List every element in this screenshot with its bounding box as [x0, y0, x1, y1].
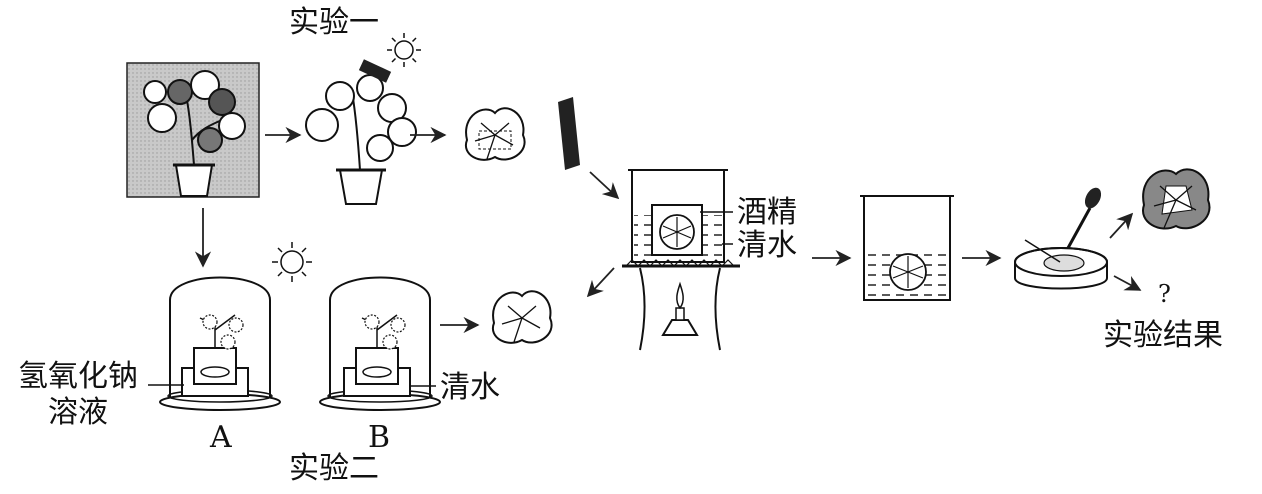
bell-jar-icon — [159, 276, 281, 411]
potted-plant-icon — [305, 59, 417, 205]
beaker-icon — [860, 195, 954, 301]
experiment-two-label: 实验二 — [289, 451, 379, 486]
experiment-result-label: 实验结果 — [1103, 318, 1223, 353]
leaf-icon — [464, 107, 526, 161]
leaf-icon — [491, 290, 553, 344]
arrow-icon — [1113, 275, 1142, 291]
arrow-icon — [586, 267, 615, 298]
water-label: 清水 — [737, 228, 797, 263]
alcohol-lamp-icon — [661, 281, 699, 336]
leaf-icon — [1142, 168, 1211, 230]
experiment-one-label: 实验一 — [289, 5, 379, 40]
black-paper-icon — [558, 97, 580, 170]
dropper-icon — [1066, 187, 1102, 249]
bell-jar-icon — [319, 276, 441, 411]
sodium-hydroxide-label-line1: 氢氧化钠 — [18, 359, 138, 394]
water-jar-b-label: 清水 — [440, 370, 500, 405]
arrow-icon — [1109, 212, 1134, 239]
jar-a-label: A — [209, 420, 232, 455]
sun-icon — [387, 33, 421, 67]
dark-box-plant — [126, 62, 260, 198]
sodium-hydroxide-label-line2: 溶液 — [48, 395, 108, 430]
petri-dish-icon — [1014, 239, 1108, 290]
question-mark: ? — [1158, 280, 1171, 308]
jar-b-label: B — [368, 420, 390, 455]
arrow-icon — [589, 171, 620, 200]
potted-plant-icon — [143, 70, 246, 197]
water-bath-setup — [622, 169, 740, 351]
sun-icon — [272, 242, 312, 282]
alcohol-label: 酒精 — [737, 195, 797, 230]
